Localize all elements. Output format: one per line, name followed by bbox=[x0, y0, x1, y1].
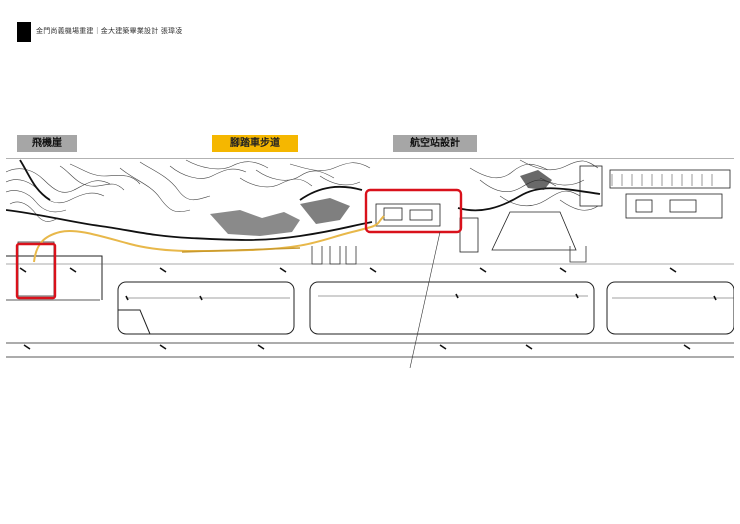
road-bays bbox=[311, 246, 587, 265]
label-cliff: 飛機崖 bbox=[17, 135, 77, 152]
label-terminal: 航空站設計 bbox=[393, 135, 477, 152]
header-title: 金門尚義機場重建｜金大建築畢業設計 張瑋凌 bbox=[36, 27, 183, 35]
leader-line bbox=[409, 231, 441, 368]
hill-massing bbox=[210, 170, 552, 236]
highlight-cliff bbox=[15, 242, 57, 300]
bike-path bbox=[33, 215, 385, 263]
apron-centerlines bbox=[126, 295, 734, 299]
apron-blocks bbox=[117, 281, 734, 335]
terminal-buildings bbox=[375, 165, 731, 253]
runway-markers bbox=[19, 267, 717, 350]
site-plan-linework bbox=[6, 158, 734, 368]
bike-path-segment bbox=[181, 247, 301, 253]
parking-stalls bbox=[611, 174, 713, 186]
highlight-terminal bbox=[364, 188, 463, 234]
header-black-block bbox=[17, 22, 31, 42]
label-bikeway: 腳踏車步道 bbox=[212, 135, 298, 152]
main-roads bbox=[6, 159, 601, 241]
contour-lines bbox=[6, 159, 599, 222]
